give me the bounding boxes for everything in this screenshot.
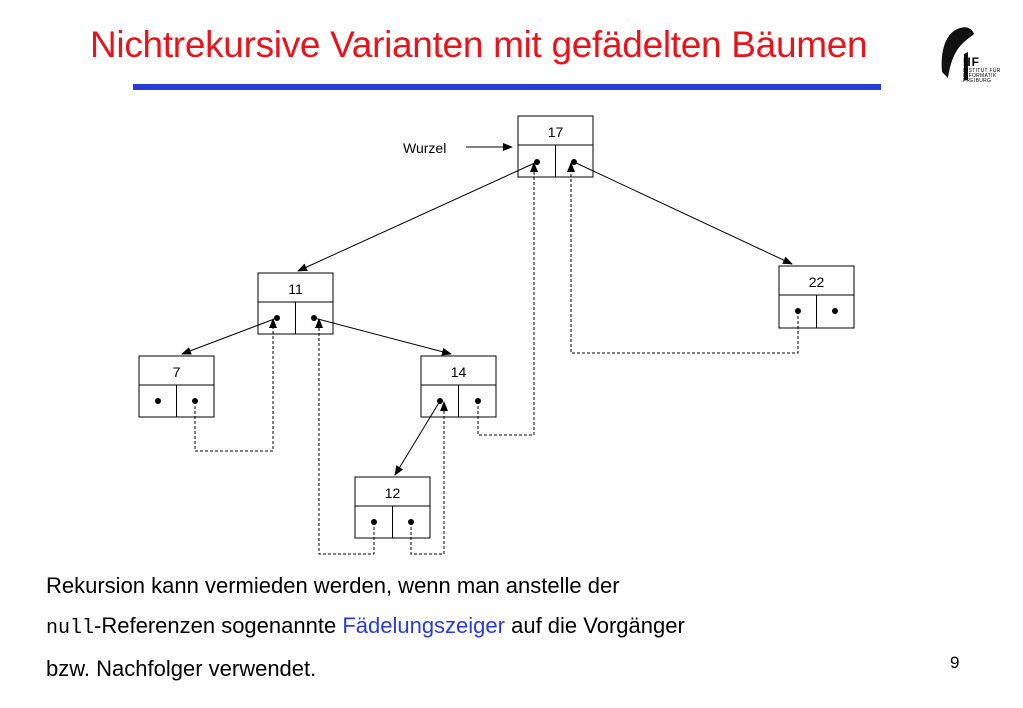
edge-14-12 (394, 400, 441, 476)
node-value: 12 (385, 485, 401, 501)
tree-node-14: 14 (420, 355, 497, 418)
node-value: 11 (288, 281, 303, 297)
thread-14-to-17 (477, 170, 535, 436)
logo-line-3: FREIBURG (963, 78, 992, 84)
text-line-3: bzw. Nachfolger verwendet. (46, 656, 317, 681)
text-line-1: Rekursion kann vermieden werden, wenn ma… (46, 573, 620, 598)
root-label: Wurzel (403, 140, 446, 156)
node-value: 22 (809, 274, 825, 290)
edge-11-14 (313, 317, 452, 356)
logo-abbreviation: IIF (963, 55, 980, 69)
slide-title: Nichtrekursive Varianten mit gefädelten … (90, 24, 868, 65)
explanation-text: Rekursion kann vermieden werden, wenn ma… (46, 566, 685, 689)
thread-22-to-17 (570, 170, 799, 354)
node-value: 17 (548, 124, 564, 140)
tree-node-7: 7 (138, 355, 215, 418)
text-line-2: null-Referenzen sogenannte Fädelungszeig… (46, 606, 685, 649)
null-code: null (46, 617, 95, 640)
tree-node-11: 11 (257, 272, 334, 335)
text-segment: -Referenzen sogenannte (94, 613, 343, 638)
institute-logo (941, 27, 974, 80)
edge-17-11 (297, 161, 538, 272)
thread-12-to-11 (318, 326, 375, 555)
tree-node-12: 12 (354, 476, 431, 539)
edge-17-22 (573, 161, 793, 265)
logo-line-2: INFORMATIK (963, 73, 997, 79)
edge-11-7 (181, 317, 278, 355)
page-number: 9 (950, 653, 960, 672)
thread-12-to-14 (410, 409, 445, 555)
title-underline (133, 84, 881, 90)
node-value: 7 (173, 364, 181, 380)
thread-7-to-11 (194, 326, 274, 452)
logo-line-1: INSTITUT FÜR (963, 68, 1001, 74)
tree-node-17: 17 (517, 115, 594, 178)
tree-node-22: 22 (778, 265, 855, 329)
text-segment-end: auf die Vorgänger (504, 613, 685, 638)
highlight-term: Fädelungszeiger (342, 613, 505, 638)
node-value: 14 (451, 364, 467, 380)
